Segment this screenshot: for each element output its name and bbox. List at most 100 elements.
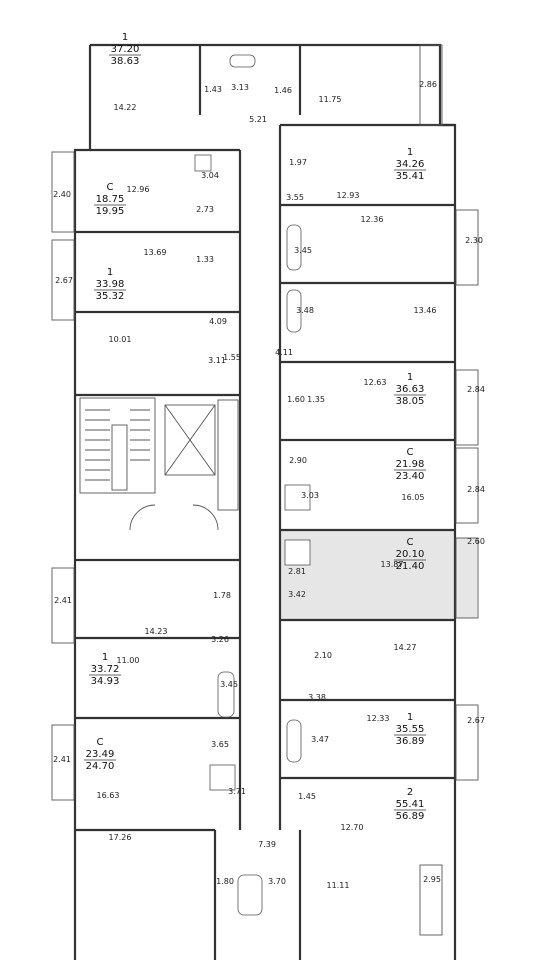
room-area-label: 13.69	[144, 248, 167, 257]
unit-total-label: 38.05	[396, 396, 425, 407]
unit-living-label: 18.75	[96, 194, 125, 205]
room-area-label: 3.13	[231, 83, 249, 92]
room-area-label: 7.39	[258, 840, 276, 849]
room-area-label: 11.75	[319, 95, 342, 104]
room-area-label: 2.95	[423, 875, 441, 884]
room-area-label: 3.42	[288, 590, 306, 599]
room-area-label: 2.73	[196, 205, 214, 214]
unit-living-label: 33.98	[96, 279, 125, 290]
room-area-label: 3.45	[220, 680, 238, 689]
room-area-labels: 14.22 1.43 3.13 1.46 11.75 2.86 5.21 2.40 12.96 3…	[53, 80, 485, 890]
unit-rooms-label: 1	[407, 712, 413, 723]
room-area-label: 1.97	[289, 158, 307, 167]
unit-rooms-label: 1	[122, 32, 128, 43]
room-area-label: 16.63	[97, 791, 120, 800]
unit-rooms-label: С	[407, 537, 414, 548]
room-area-label: 1.43	[204, 85, 222, 94]
room-area-label: 4.11	[275, 348, 293, 357]
room-area-label: 3.26	[211, 635, 229, 644]
unit-rooms-label: С	[97, 737, 104, 748]
room-area-label: 14.22	[114, 103, 137, 112]
room-area-label: 14.23	[145, 627, 168, 636]
unit-living-label: 21.98	[396, 459, 425, 470]
room-area-label: 12.36	[361, 215, 384, 224]
room-area-label: 14.27	[394, 643, 417, 652]
room-area-label: 1.45	[298, 792, 316, 801]
unit-total-label: 24.70	[86, 761, 115, 772]
room-area-label: 3.03	[301, 491, 319, 500]
unit-rooms-label: 1	[107, 267, 113, 278]
unit-living-label: 20.10	[396, 549, 425, 560]
room-area-label: 11.00	[117, 656, 140, 665]
room-area-label: 3.38	[308, 693, 326, 702]
room-area-label: 10.01	[109, 335, 132, 344]
room-area-label: 2.41	[53, 755, 71, 764]
unit-total-label: 19.95	[96, 206, 125, 217]
room-area-label: 3.04	[201, 171, 219, 180]
room-area-label: 1.78	[213, 591, 231, 600]
unit-total-label: 23.40	[396, 471, 425, 482]
room-area-label: 1.60	[287, 395, 305, 404]
room-area-label: 12.70	[341, 823, 364, 832]
room-area-label: 13.87	[381, 560, 404, 569]
room-area-label: 11.11	[327, 881, 350, 890]
room-area-label: 3.71	[228, 787, 246, 796]
room-area-label: 2.41	[54, 596, 72, 605]
room-area-label: 12.96	[127, 185, 150, 194]
room-area-label: 2.84	[467, 485, 485, 494]
unit-living-label: 23.49	[86, 749, 115, 760]
unit-total-label: 35.41	[396, 171, 425, 182]
room-area-label: 4.09	[209, 317, 227, 326]
unit-living-label: 35.55	[396, 724, 425, 735]
room-area-label: 12.63	[364, 378, 387, 387]
room-area-label: 12.33	[367, 714, 390, 723]
room-area-label: 2.30	[465, 236, 483, 245]
unit-rooms-label: С	[107, 182, 114, 193]
room-area-label: 3.48	[296, 306, 314, 315]
room-area-label: 1.55	[223, 353, 241, 362]
room-area-label: 2.40	[53, 190, 71, 199]
room-area-label: 3.70	[268, 877, 286, 886]
room-area-label: 2.60	[467, 537, 485, 546]
room-area-label: 12.93	[337, 191, 360, 200]
room-area-label: 2.90	[289, 456, 307, 465]
unit-rooms-label: 1	[102, 652, 108, 663]
unit-total-label: 21.40	[396, 561, 425, 572]
unit-labels: 137.2038.63С18.7519.95133.9835.32133.723…	[84, 32, 426, 822]
room-area-label: 3.55	[286, 193, 304, 202]
balconies	[51, 44, 479, 936]
room-area-label: 3.47	[311, 735, 329, 744]
unit-living-label: 55.41	[396, 799, 425, 810]
highlighted-unit-balcony	[455, 538, 477, 618]
unit-rooms-label: 1	[407, 372, 413, 383]
unit-total-label: 34.93	[91, 676, 120, 687]
unit-total-label: 35.32	[96, 291, 125, 302]
room-area-label: 2.67	[467, 716, 485, 725]
unit-living-label: 34.26	[396, 159, 425, 170]
room-area-label: 16.05	[402, 493, 425, 502]
unit-total-label: 36.89	[396, 736, 425, 747]
unit-living-label: 33.72	[91, 664, 120, 675]
building-walls	[73, 43, 457, 960]
room-area-label: 2.84	[467, 385, 485, 394]
stair-elevator-core	[79, 397, 239, 531]
room-area-label: 17.26	[109, 833, 132, 842]
room-area-label: 2.86	[419, 80, 437, 89]
room-area-label: 2.81	[288, 567, 306, 576]
room-area-label: 13.46	[414, 306, 437, 315]
room-area-label: 1.33	[196, 255, 214, 264]
room-area-label: 3.45	[294, 246, 312, 255]
unit-total-label: 56.89	[396, 811, 425, 822]
bath-fixtures	[194, 54, 311, 916]
room-area-label: 2.67	[55, 276, 73, 285]
room-area-label: 5.21	[249, 115, 267, 124]
unit-rooms-label: 1	[407, 147, 413, 158]
unit-rooms-label: 2	[407, 787, 413, 798]
room-area-label: 1.35	[307, 395, 325, 404]
room-area-label: 1.46	[274, 86, 292, 95]
unit-living-label: 36.63	[396, 384, 425, 395]
room-area-label: 3.11	[208, 356, 226, 365]
room-area-label: 3.65	[211, 740, 229, 749]
unit-living-label: 37.20	[111, 44, 140, 55]
